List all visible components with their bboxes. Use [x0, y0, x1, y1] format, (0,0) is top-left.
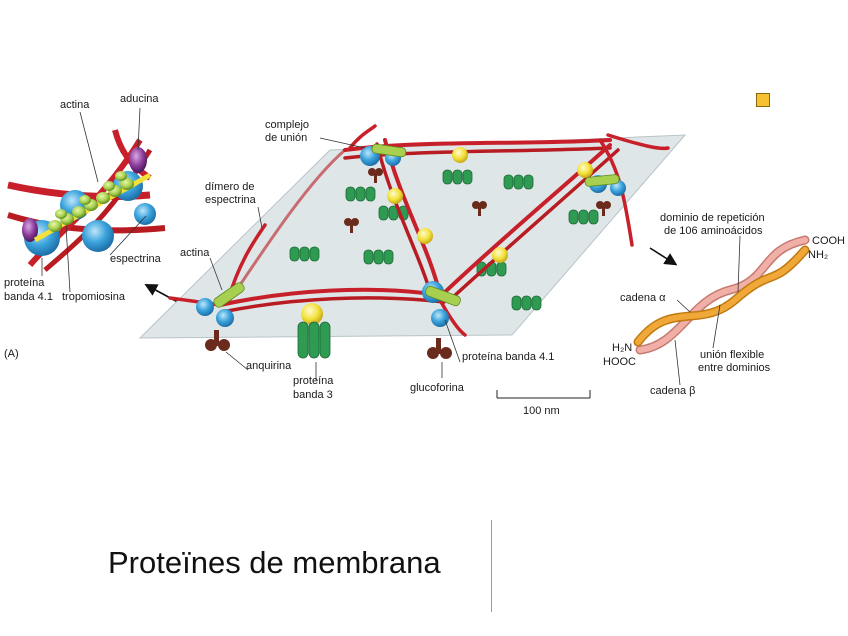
label-complejo-line1: complejo: [265, 119, 309, 131]
label-dominio-line2: de 106 aminoácidos: [664, 225, 763, 237]
label-hooc: HOOC: [603, 356, 636, 368]
ankyrin: [452, 147, 468, 163]
label-dimero-line1: dímero de: [205, 181, 255, 193]
label-inset-tropomiosina: tropomiosina: [62, 291, 126, 303]
inset-band41-protein: [134, 203, 156, 225]
label-inset-proteina-line1: proteína: [4, 277, 45, 289]
label-glucoforina: glucoforina: [410, 382, 465, 394]
glycophorin-large: [427, 338, 452, 359]
label-h2n: H₂N: [612, 342, 632, 354]
label-union-line2: entre dominios: [698, 362, 771, 374]
label-banda3-line2: banda 3: [293, 389, 333, 401]
label-inset-espectrina: espectrina: [110, 253, 162, 265]
spectrin-dimer-detail: dominio de repetición de 106 aminoácidos…: [603, 212, 845, 397]
label-cooh: COOH: [812, 235, 845, 247]
ankyrin: [301, 303, 323, 325]
panel-label: (A): [4, 348, 19, 360]
label-inset-proteina-line2: banda 4.1: [4, 291, 53, 303]
label-cadena-alpha: cadena α: [620, 292, 666, 304]
label-nh2: NH₂: [808, 249, 828, 261]
label-cadena-beta: cadena β: [650, 385, 695, 397]
arrow-to-spectrin-detail: [650, 248, 672, 262]
label-anquirina: anquirina: [246, 360, 292, 372]
comment-icon[interactable]: [756, 93, 770, 107]
band3-protein-large: [298, 322, 330, 358]
label-scale-bar: 100 nm: [523, 405, 560, 417]
ankyrin: [417, 228, 433, 244]
label-banda3-line1: proteína: [293, 375, 334, 387]
label-complejo-line2: de unión: [265, 132, 307, 144]
ankyrin: [577, 162, 593, 178]
ankyrin: [492, 247, 508, 263]
label-actina: actina: [180, 247, 210, 259]
label-union-line1: unión flexible: [700, 349, 764, 361]
label-proteina-banda-41: proteína banda 4.1: [462, 351, 554, 363]
inset-junctional-complex: actina aducina espectrina proteína banda…: [4, 93, 165, 303]
inset-band41-protein: [82, 220, 114, 252]
inset-adducin: [129, 147, 147, 173]
label-dominio-line1: dominio de repetición: [660, 212, 765, 224]
ankyrin: [387, 188, 403, 204]
label-dimero-line2: espectrina: [205, 194, 257, 206]
membrane-network: complejo de unión dímero de espectrina a…: [4, 119, 685, 417]
label-inset-actina: actina: [60, 99, 90, 111]
label-inset-aducina: aducina: [120, 93, 159, 105]
vertical-divider: [491, 520, 492, 612]
scale-bar: [497, 390, 590, 398]
slide-title: Proteïnes de membrana: [108, 545, 441, 581]
